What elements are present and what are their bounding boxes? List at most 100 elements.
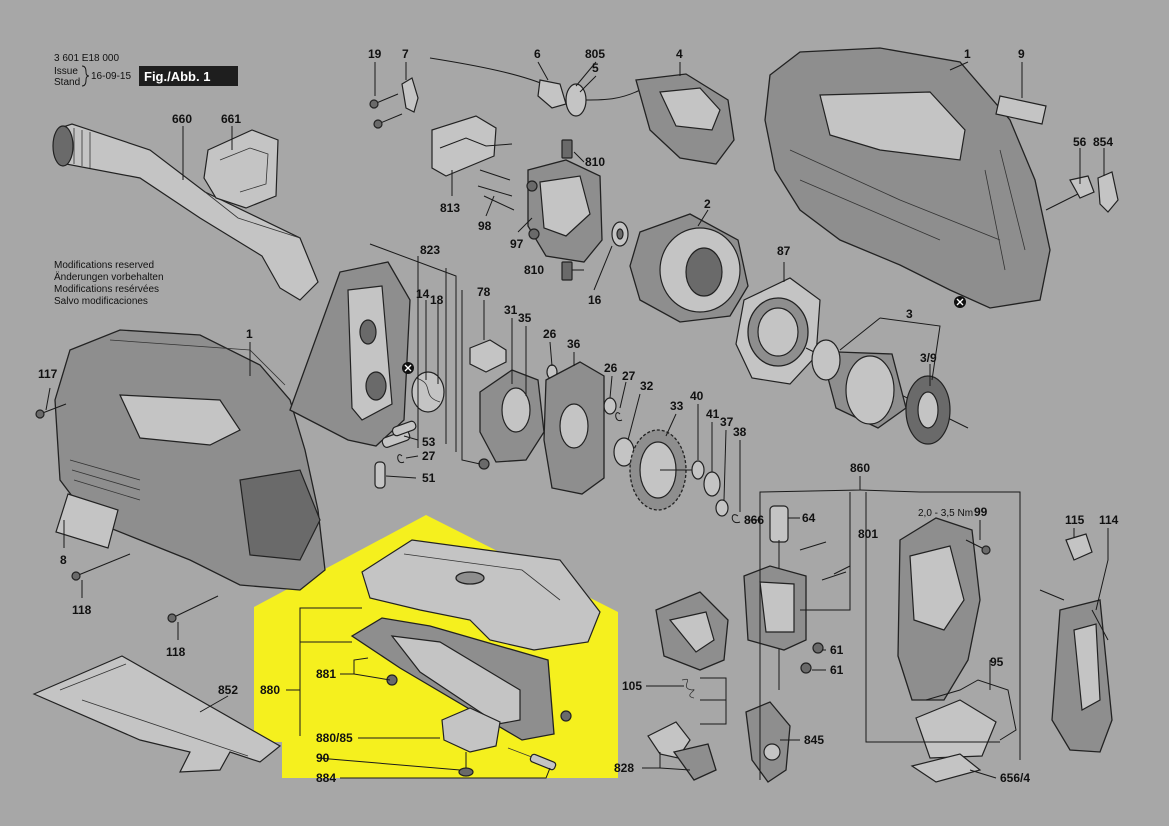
part-95-wire-bracket[interactable] [925, 679, 1017, 741]
callout-1-top[interactable]: 1 [964, 47, 971, 61]
callout-53[interactable]: 53 [422, 435, 436, 449]
callout-866[interactable]: 866 [744, 513, 764, 527]
callout-880[interactable]: 880 [260, 683, 280, 697]
callout-860[interactable]: 860 [850, 461, 870, 475]
callout-51[interactable]: 51 [422, 471, 436, 485]
callout-90[interactable]: 90 [316, 751, 330, 765]
callout-8[interactable]: 8 [60, 553, 67, 567]
callout-105[interactable]: 105 [622, 679, 642, 693]
part-40-washer[interactable] [691, 460, 705, 480]
callout-884[interactable]: 884 [316, 771, 336, 785]
part-845-roller-guide[interactable] [745, 701, 791, 783]
callout-61-a[interactable]: 61 [830, 643, 844, 657]
part-114-light-unit[interactable] [1039, 589, 1113, 753]
callout-813[interactable]: 813 [440, 201, 460, 215]
part-6-power-cable[interactable] [429, 57, 567, 109]
part-118-screw-b[interactable] [167, 595, 219, 623]
callout-99[interactable]: 99 [974, 505, 988, 519]
callout-854[interactable]: 854 [1093, 135, 1113, 149]
callout-828[interactable]: 828 [614, 761, 634, 775]
callout-117[interactable]: 117 [38, 367, 58, 381]
part-115-cap[interactable] [1065, 533, 1093, 561]
part-61-screw-a[interactable] [812, 642, 824, 654]
callout-26-mid[interactable]: 26 [604, 361, 618, 375]
part-801-front-housing[interactable] [897, 517, 981, 701]
part-660-dust-nozzle[interactable] [52, 123, 319, 301]
callout-36[interactable]: 36 [567, 337, 581, 351]
part-90-screw[interactable] [458, 752, 474, 777]
part-64-pin[interactable] [799, 541, 847, 581]
part-37-washer[interactable] [715, 499, 729, 517]
callout-27-mid[interactable]: 27 [622, 369, 636, 383]
part-854-switch-knob[interactable] [1097, 171, 1119, 213]
callout-16[interactable]: 16 [588, 293, 602, 307]
callout-9[interactable]: 9 [1018, 47, 1025, 61]
part-2-field-stator[interactable] [629, 213, 749, 323]
part-810-carbon-brush-a[interactable] [561, 139, 573, 159]
callout-660[interactable]: 660 [172, 112, 192, 126]
part-810-carbon-brush-b[interactable] [561, 261, 573, 281]
callout-661[interactable]: 661 [221, 112, 241, 126]
callout-880-85[interactable]: 880/85 [316, 731, 353, 745]
callout-98[interactable]: 98 [478, 219, 492, 233]
callout-61-b[interactable]: 61 [830, 663, 844, 677]
part-99-screw[interactable] [965, 539, 991, 555]
callout-810-bottom[interactable]: 810 [524, 263, 544, 277]
part-105-spring[interactable] [681, 678, 695, 699]
callout-805[interactable]: 805 [585, 47, 605, 61]
callout-40[interactable]: 40 [690, 389, 704, 403]
callout-115[interactable]: 115 [1065, 513, 1085, 527]
callout-2[interactable]: 2 [704, 197, 711, 211]
callout-35[interactable]: 35 [518, 311, 532, 325]
part-33-gear[interactable] [629, 429, 694, 511]
part-8-window[interactable] [55, 493, 119, 549]
part-51-pin[interactable] [374, 461, 386, 489]
part-38-clip[interactable] [731, 514, 741, 524]
callout-1-left[interactable]: 1 [246, 327, 253, 341]
callout-18[interactable]: 18 [430, 293, 444, 307]
callout-37[interactable]: 37 [720, 415, 734, 429]
callout-33[interactable]: 33 [670, 399, 684, 413]
part-1-housing-half-right[interactable] [764, 47, 1051, 309]
callout-3-9[interactable]: 3/9 [920, 351, 937, 365]
part-56-lever-shaft[interactable] [1045, 175, 1095, 211]
callout-3[interactable]: 3 [906, 307, 913, 321]
callout-14[interactable]: 14 [416, 287, 430, 301]
callout-5[interactable]: 5 [592, 61, 599, 75]
part-881-base-frame[interactable] [350, 617, 555, 741]
part-98-wires[interactable] [477, 169, 515, 211]
callout-823[interactable]: 823 [420, 243, 440, 257]
part-87-air-guide[interactable] [735, 277, 821, 385]
part-36-guide-block[interactable] [543, 361, 605, 495]
callout-845[interactable]: 845 [804, 733, 824, 747]
callout-118-a[interactable]: 118 [72, 603, 92, 617]
part-97-brush-holder[interactable] [526, 159, 603, 263]
part-661-adapter[interactable] [203, 129, 279, 209]
part-880-base-plate[interactable] [361, 539, 601, 651]
callout-38[interactable]: 38 [733, 425, 747, 439]
part-852-shoe-cover[interactable] [32, 655, 282, 773]
part-828-lever[interactable] [647, 721, 717, 781]
part-clamp-assembly[interactable] [655, 591, 729, 671]
callout-852[interactable]: 852 [218, 683, 238, 697]
callout-26-top[interactable]: 26 [543, 327, 557, 341]
callout-31[interactable]: 31 [504, 303, 518, 317]
part-27-retaining-clip-b[interactable] [615, 412, 623, 422]
part-4-switch[interactable] [635, 73, 735, 165]
callout-6[interactable]: 6 [534, 47, 541, 61]
callout-114[interactable]: 114 [1099, 513, 1119, 527]
part-19-screws[interactable] [369, 93, 403, 129]
callout-95[interactable]: 95 [990, 655, 1004, 669]
part-813-circuit-board[interactable] [431, 115, 513, 177]
part-880-85-slide[interactable] [441, 707, 501, 753]
callout-64[interactable]: 64 [802, 511, 816, 525]
callout-118-b[interactable]: 118 [166, 645, 186, 659]
part-9-label[interactable] [995, 95, 1047, 125]
part-41-bearing[interactable] [703, 471, 721, 497]
callout-78[interactable]: 78 [477, 285, 491, 299]
part-27-retaining-clip-a[interactable] [397, 454, 405, 464]
part-866-plunger[interactable] [743, 505, 807, 690]
callout-97[interactable]: 97 [510, 237, 524, 251]
callout-27-low[interactable]: 27 [422, 449, 436, 463]
part-1-housing-half-left[interactable] [54, 329, 326, 591]
